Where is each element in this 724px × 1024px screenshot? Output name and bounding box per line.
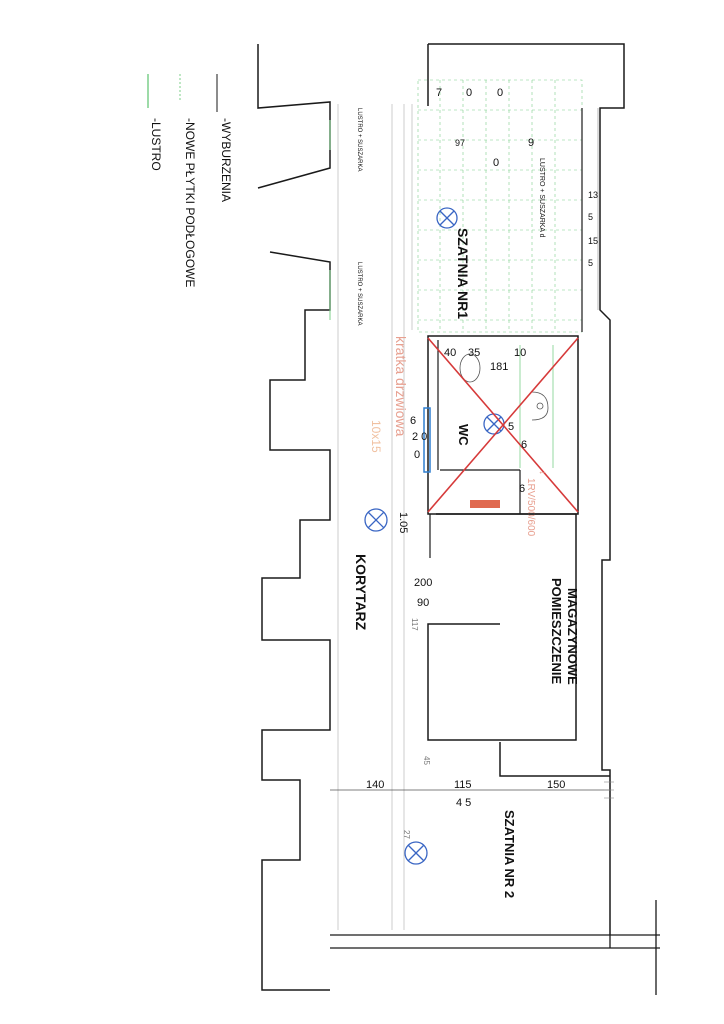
dim-bottom-150: 150 — [547, 779, 565, 791]
dim-corridor-90: 90 — [417, 597, 429, 609]
faded-dim: 10x15 — [369, 420, 383, 453]
dim-bottom-27: 27 — [402, 830, 411, 839]
szatnia1-new-tiles — [417, 79, 583, 333]
right-exterior-wall — [428, 43, 625, 935]
dim-bottom-45b: 45 — [422, 756, 431, 765]
room-szatnia1: SZATNIA NR1 — [455, 228, 471, 319]
dim-right-5a: 5 — [588, 212, 593, 222]
dim-szatnia1-0: 0 — [493, 157, 499, 169]
heater-mark: ↓ — [537, 470, 548, 475]
room-korytarz: KORYTARZ — [353, 554, 369, 631]
lustro-suszarka-2: LUSTRO + SUSZARKA — [356, 262, 362, 326]
dim-wc-20: 2 0 — [412, 431, 427, 443]
szatnia2-light-icon — [404, 841, 428, 865]
wc-light-icon — [483, 413, 505, 435]
dim-bottom-45: 4 5 — [456, 797, 471, 809]
guide-lines — [337, 104, 413, 930]
dim-right-13: 13 — [588, 190, 598, 200]
dim-top-7: 7 — [436, 87, 442, 99]
dim-corridor-200: 200 — [414, 577, 432, 589]
room-wc: WC — [456, 424, 471, 446]
dim-wc-5: 5 — [508, 421, 514, 433]
dim-right-5b: 5 — [588, 258, 593, 268]
legend-new-tiles: -NOWE PŁYTKI PODŁOGOWE — [183, 118, 197, 287]
dim-wc-6c: 6 — [519, 483, 525, 495]
lustro-suszarka-1: LUSTRO + SUSZARKA — [356, 108, 362, 172]
dim-bottom-140: 140 — [366, 779, 384, 791]
legend-demolition: -WYBURZENIA — [219, 118, 233, 202]
dim-bottom-115: 115 — [454, 779, 472, 791]
dim-top-0b: 0 — [497, 87, 503, 99]
room-magazyn-line1: POMIESZCZENIE — [549, 578, 564, 685]
left-exterior-wall — [257, 44, 331, 189]
wc-demolition-cross — [427, 337, 579, 513]
dim-right-15: 15 — [588, 236, 598, 246]
heater-label: 1RV/500/600 — [525, 478, 536, 537]
dim-wc-6b: 6 — [521, 439, 527, 451]
room-magazyn-line2: MAGAZYNOWE — [565, 588, 580, 685]
bottom-wall — [330, 900, 660, 995]
wc-sink-icon — [531, 391, 549, 421]
corridor-light-icon — [364, 508, 388, 532]
legend: -WYBURZENIA -NOWE PŁYTKI PODŁOGOWE -LUST… — [147, 74, 233, 287]
dim-top-0a: 0 — [466, 87, 472, 99]
dim-wc-40: 40 — [444, 347, 456, 359]
lustro-suszarka-3: LUSTRO + SUSZARKA d — [538, 158, 545, 238]
storage-room — [427, 513, 610, 777]
dim-wc-6a: 6 — [410, 415, 416, 427]
dimensions: 7 0 0 9 97 0 13 5 15 5 40 35 10 181 5 6 … — [366, 87, 598, 839]
room-szatnia2: SZATNIA NR 2 — [502, 810, 517, 898]
wc-toilet-icon — [459, 353, 481, 383]
legend-mirror: -LUSTRO — [149, 118, 163, 171]
dim-corridor-117: 117 — [410, 618, 419, 631]
heater-icon — [470, 500, 500, 508]
wc-door — [423, 407, 431, 473]
dim-wc-35: 35 — [468, 347, 480, 359]
szatnia1-light-icon — [436, 207, 458, 229]
dim-wc-181: 181 — [490, 361, 508, 373]
room-magazyn: POMIESZCZENIE MAGAZYNOWE — [549, 578, 580, 688]
dim-wc-0: 0 — [414, 449, 420, 461]
kratka-label: kratka drzwiowa — [393, 336, 409, 437]
dim-wc-10: 10 — [514, 347, 526, 359]
dim-szatnia1-97: 97 — [455, 138, 465, 148]
dim-corridor-105: 1.05 — [397, 512, 409, 533]
dim-szatnia1-9: 9 — [528, 137, 534, 149]
left-exterior-wall-lower — [261, 251, 331, 991]
right-tick-marks — [604, 781, 614, 799]
